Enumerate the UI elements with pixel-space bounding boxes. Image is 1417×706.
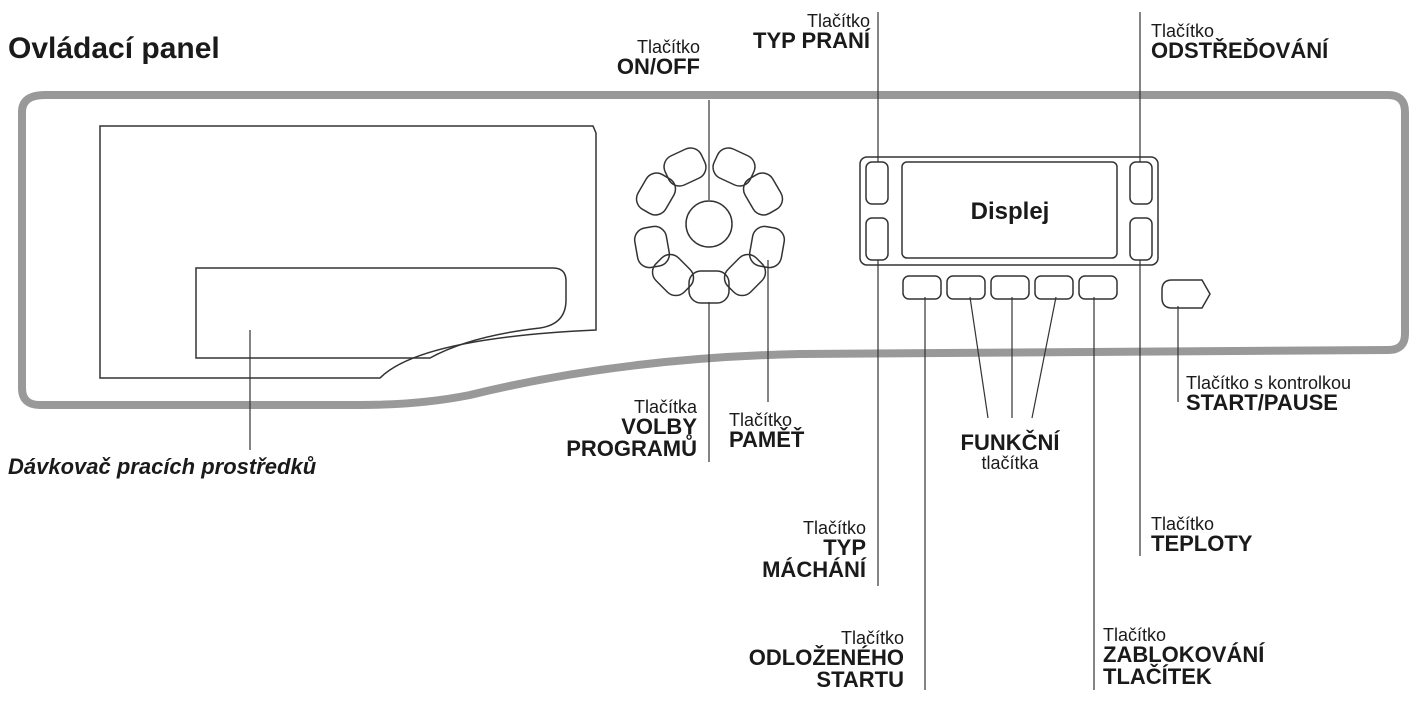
label-small: Tlačítko [1151,21,1215,41]
program-button[interactable] [709,144,759,190]
label-start-pause: Tlačítko s kontrolkou START/PAUSE [1186,374,1351,414]
panel-outline [18,91,1409,409]
label-big: TYP PRANÍ [753,28,870,53]
leader-line [1031,296,1057,419]
typ-machani-button[interactable] [865,217,889,261]
dispenser-label: Dávkovač pracích prostředků [8,454,317,479]
display-frame [859,156,1159,266]
dispenser-drawer [99,125,597,379]
label-small: Tlačítko [802,518,866,538]
label-funkcni: FUNKČNÍ tlačítka [920,430,1100,473]
start-pause-button[interactable] [1161,279,1211,309]
label-volby-programu: Tlačítka VOLBY PROGRAMŮ [540,398,697,460]
label-on-off: Tlačítko ON/OFF [560,38,700,78]
label-typ-prani: Tlačítko TYP PRANÍ [720,12,870,52]
label-small: Tlačítko [840,628,904,648]
leader-lines [249,12,1179,690]
odstredovani-button[interactable] [1129,161,1153,205]
label-small: Tlačítko [806,11,870,31]
program-button[interactable] [688,270,730,304]
leader-line [969,296,989,419]
label-pamet: Tlačítko PAMĚŤ [729,411,804,451]
label-big: FUNKČNÍ [960,430,1060,455]
function-button[interactable] [990,275,1030,300]
zablokovani-button[interactable] [1078,275,1118,300]
label-big: ODLOŽENÉHO [748,645,904,670]
label-big: TLAČÍTEK [1103,664,1212,689]
program-button[interactable] [748,225,786,270]
label-big: PROGRAMŮ [566,436,697,461]
program-button[interactable] [632,169,680,220]
function-button[interactable] [946,275,986,300]
program-button[interactable] [660,144,710,190]
label-big: TEPLOTY [1151,531,1253,556]
display-text: Displej [971,198,1050,225]
program-button[interactable] [633,225,671,270]
label-small: Tlačítko s kontrolkou [1186,373,1352,393]
label-big: ODSTŘEĎOVÁNÍ [1151,38,1329,63]
program-button[interactable] [648,250,699,301]
program-button[interactable] [739,169,787,220]
label-big: TYP [823,535,866,560]
label-odstredovani: Tlačítko ODSTŘEĎOVÁNÍ [1151,22,1328,62]
typ-prani-button[interactable] [865,161,889,205]
dispenser-handle [195,267,567,359]
label-big: ZABLOKOVÁNÍ [1103,642,1265,667]
label-teploty: Tlačítko TEPLOTY [1151,515,1252,555]
label-small: tlačítka [981,453,1039,473]
label-small: Tlačítko [1103,625,1167,645]
label-typ-machani: Tlačítko TYP MÁCHÁNÍ [730,519,866,581]
label-odlozeneho-startu: Tlačítko ODLOŽENÉHO STARTU [740,629,904,691]
odlozeny-start-button[interactable] [902,275,942,300]
label-zablokovani: Tlačítko ZABLOKOVÁNÍ TLAČÍTEK [1103,626,1264,688]
label-small: Tlačítka [633,397,697,417]
label-big: PAMĚŤ [729,427,805,452]
teploty-button[interactable] [1129,217,1153,261]
label-small: Tlačítko [729,410,793,430]
label-small: Tlačítko [636,37,700,57]
label-big: ON/OFF [616,54,700,79]
function-button[interactable] [1034,275,1074,300]
program-knob[interactable] [685,200,733,248]
program-button[interactable] [720,250,771,301]
label-big: MÁCHÁNÍ [762,557,866,582]
label-small: Tlačítko [1151,514,1215,534]
display-screen [901,161,1118,259]
label-big: VOLBY [621,414,697,439]
label-big: START/PAUSE [1186,390,1338,415]
label-big: STARTU [816,667,904,692]
page-title: Ovládací panel [8,32,220,65]
